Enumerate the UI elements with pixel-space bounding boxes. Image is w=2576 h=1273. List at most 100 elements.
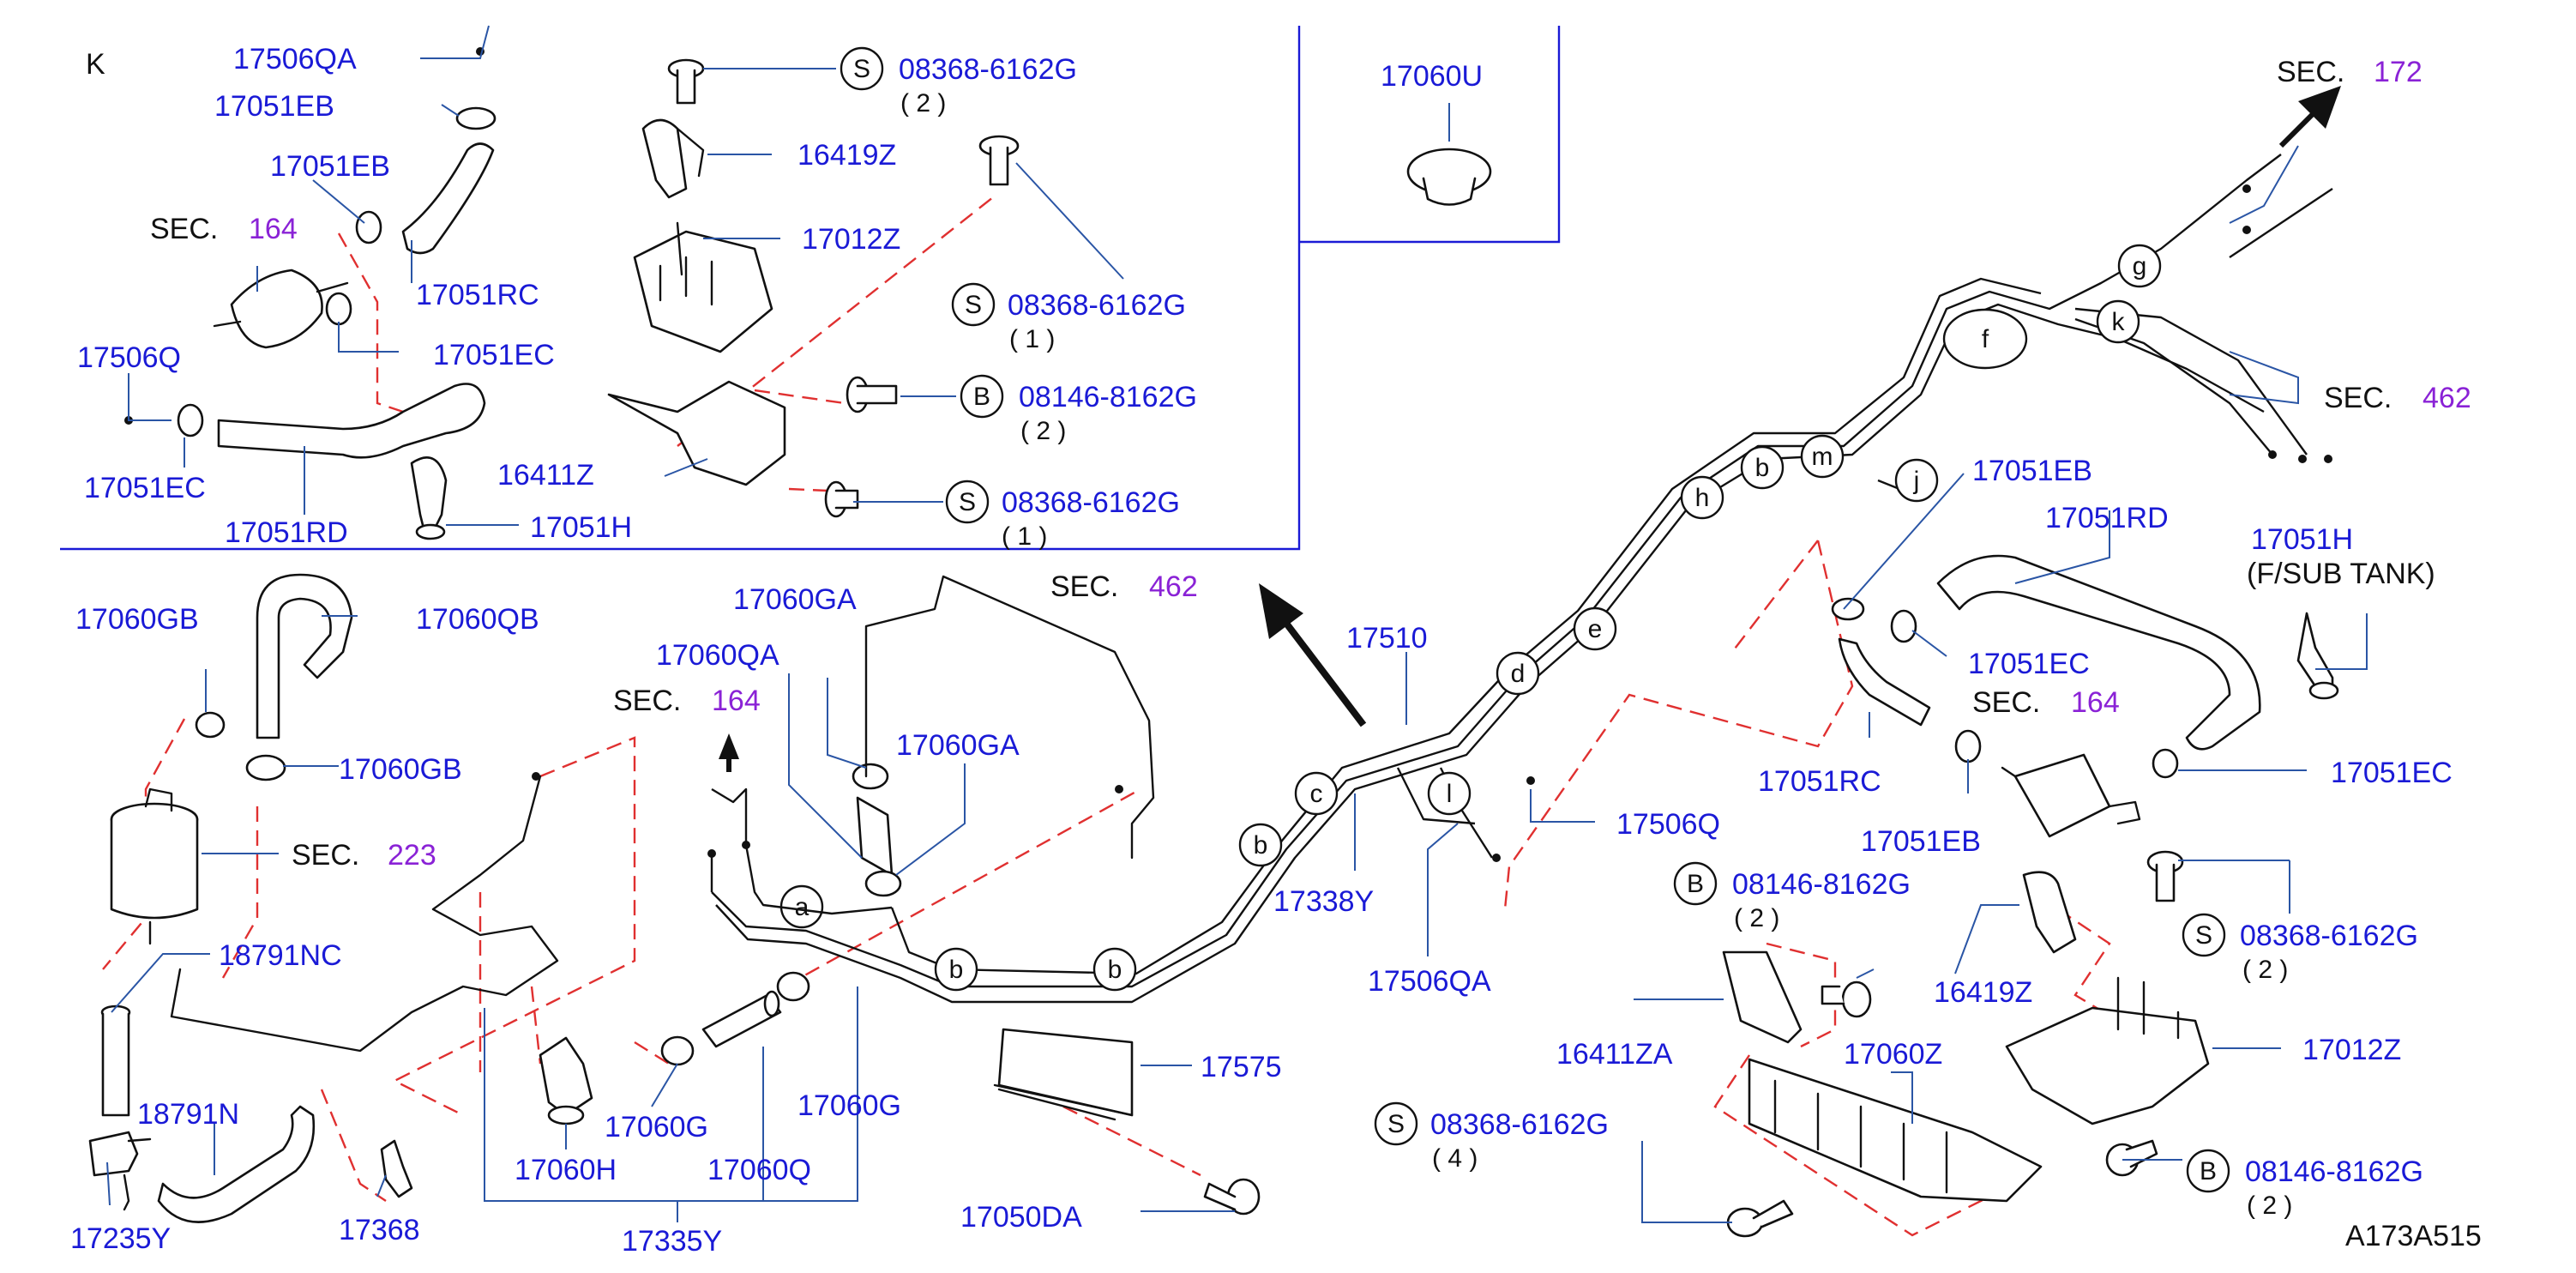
svg-text:08368-6162G: 08368-6162G xyxy=(1002,486,1180,519)
section-ref-164-center: SEC. 164 xyxy=(613,685,761,717)
label-17060QB: 17060QB xyxy=(416,603,539,636)
clip-b-4: b xyxy=(1740,445,1785,490)
label-16419Z-top: 16419Z xyxy=(797,139,896,172)
figure-code: A173A515 xyxy=(2345,1220,2482,1252)
svg-text:( 2 ): ( 2 ) xyxy=(1020,417,1066,445)
label-18791N: 18791N xyxy=(137,1098,239,1131)
bolt-right-b1 xyxy=(1821,980,1872,1018)
svg-text:k: k xyxy=(2112,308,2126,336)
panel-sec164-left xyxy=(170,775,559,1053)
svg-text:b: b xyxy=(1755,454,1770,482)
label-17060QA: 17060QA xyxy=(656,639,779,672)
hose-clip-17051EB-mid xyxy=(355,210,382,244)
svg-text:( 1 ): ( 1 ) xyxy=(1002,522,1047,551)
hose-clip-17051EC-top xyxy=(325,292,352,326)
bolt-top-4 xyxy=(824,480,859,518)
label-17506Q-bottom: 17506Q xyxy=(1616,808,1720,841)
clip-j: j xyxy=(1894,458,1939,503)
svg-text:d: d xyxy=(1511,660,1526,688)
label-17506QA-top: 17506QA xyxy=(233,43,357,75)
svg-text:B: B xyxy=(973,383,990,411)
clip-17060GA-lower xyxy=(864,870,902,897)
svg-text:f: f xyxy=(1982,325,1989,353)
svg-text:164: 164 xyxy=(712,685,761,717)
clip-a: a xyxy=(779,884,824,929)
svg-text:SEC.: SEC. xyxy=(2277,56,2344,88)
note-fsub-tank: (F/SUB TANK) xyxy=(2247,558,2435,590)
hose-17060QB xyxy=(256,573,353,739)
label-18791NC: 18791NC xyxy=(219,939,342,972)
svg-text:08368-6162G: 08368-6162G xyxy=(1430,1108,1609,1141)
svg-text:164: 164 xyxy=(249,213,298,245)
hose-17051RD-top xyxy=(217,383,486,459)
clip-17060GA-upper xyxy=(852,763,889,790)
direction-arrow-sec172 xyxy=(2278,86,2341,148)
label-16419Z-right: 16419Z xyxy=(1934,976,2032,1009)
bolt-top-1 xyxy=(667,58,705,105)
label-17051EC-mid-right: 17051EC xyxy=(1968,648,2090,680)
label-17060G-left: 17060G xyxy=(605,1111,708,1143)
section-ref-462-right: SEC. 462 xyxy=(2324,382,2471,414)
fastener-callout-5: B 08146-8162G ( 2 ) xyxy=(1673,861,1911,932)
clip-17051H-right xyxy=(2296,612,2339,700)
vapor-line-17335Y xyxy=(710,787,893,915)
clip-17060GB-upper xyxy=(195,711,226,739)
label-17051EB-top: 17051EB xyxy=(214,90,334,123)
svg-text:08146-8162G: 08146-8162G xyxy=(1019,381,1197,413)
svg-text:SEC.: SEC. xyxy=(1050,570,1118,603)
connector-17368 xyxy=(380,1139,413,1198)
clip-k: k xyxy=(2096,299,2140,344)
label-17510: 17510 xyxy=(1346,622,1428,655)
hose-17051RC-right xyxy=(1838,637,1931,727)
svg-text:S: S xyxy=(2195,921,2212,950)
label-17051EC-far-right: 17051EC xyxy=(2331,757,2453,789)
svg-text:( 2 ): ( 2 ) xyxy=(1734,904,1779,932)
hose-17060QA xyxy=(856,796,894,877)
clip-m: m xyxy=(1800,434,1845,479)
label-17051EB-right: 17051EB xyxy=(1972,455,2092,487)
grommet-17060U xyxy=(1406,148,1492,206)
svg-text:( 4 ): ( 4 ) xyxy=(1432,1144,1478,1173)
bolt-top-2 xyxy=(978,135,1020,186)
svg-text:( 2 ): ( 2 ) xyxy=(2247,1192,2292,1220)
label-17051EB-mid: 17051EB xyxy=(270,150,390,183)
svg-text:S: S xyxy=(853,55,870,83)
hose-clip-17051EB-top xyxy=(455,106,497,130)
main-pipe-assembly xyxy=(711,154,2333,1004)
label-16411Z: 16411Z xyxy=(497,459,594,492)
svg-text:SEC.: SEC. xyxy=(613,685,681,717)
tube-18791NC xyxy=(100,1005,131,1117)
bolt-17050DA xyxy=(1203,1178,1261,1216)
svg-text:S: S xyxy=(1387,1110,1405,1138)
label-17051EB-lower-right: 17051EB xyxy=(1861,825,1981,858)
label-17060U: 17060U xyxy=(1381,60,1483,93)
clip-d: d xyxy=(1496,651,1540,696)
label-17060Q: 17060Q xyxy=(707,1154,811,1186)
fastener-callout-6: S 08368-6162G ( 2 ) xyxy=(2182,913,2418,984)
fuel-filter-sec164 xyxy=(213,268,349,349)
label-17060G-right: 17060G xyxy=(797,1089,901,1122)
svg-text:b: b xyxy=(1108,956,1122,984)
hose-clip-right-group xyxy=(1831,597,2179,779)
label-17060GB-upper: 17060GB xyxy=(75,603,199,636)
label-17060GA-upper: 17060GA xyxy=(733,583,857,616)
label-17368: 17368 xyxy=(339,1214,420,1246)
svg-text:462: 462 xyxy=(2423,382,2471,414)
bracket-16411ZA xyxy=(1722,950,1803,1044)
svg-text:c: c xyxy=(1310,780,1323,808)
clip-b-1: b xyxy=(934,947,978,992)
leader-lines xyxy=(106,25,2368,1223)
bolt-top-3 xyxy=(846,376,898,413)
hose-17051RD-right xyxy=(1936,554,2261,751)
section-ref-164-right: SEC. 164 xyxy=(1972,686,2120,719)
svg-text:B: B xyxy=(1687,870,1704,898)
label-17051H-right: 17051H xyxy=(2251,523,2353,556)
valve-17235Y xyxy=(88,1131,152,1211)
hose-17051RC-top xyxy=(401,142,495,255)
svg-text:SEC.: SEC. xyxy=(150,213,218,245)
label-17050DA: 17050DA xyxy=(960,1201,1082,1234)
fastener-callout-3: B 08146-8162G ( 2 ) xyxy=(960,374,1197,445)
label-17338Y: 17338Y xyxy=(1273,885,1374,918)
fastener-callout-4: S 08368-6162G ( 1 ) xyxy=(945,480,1180,551)
